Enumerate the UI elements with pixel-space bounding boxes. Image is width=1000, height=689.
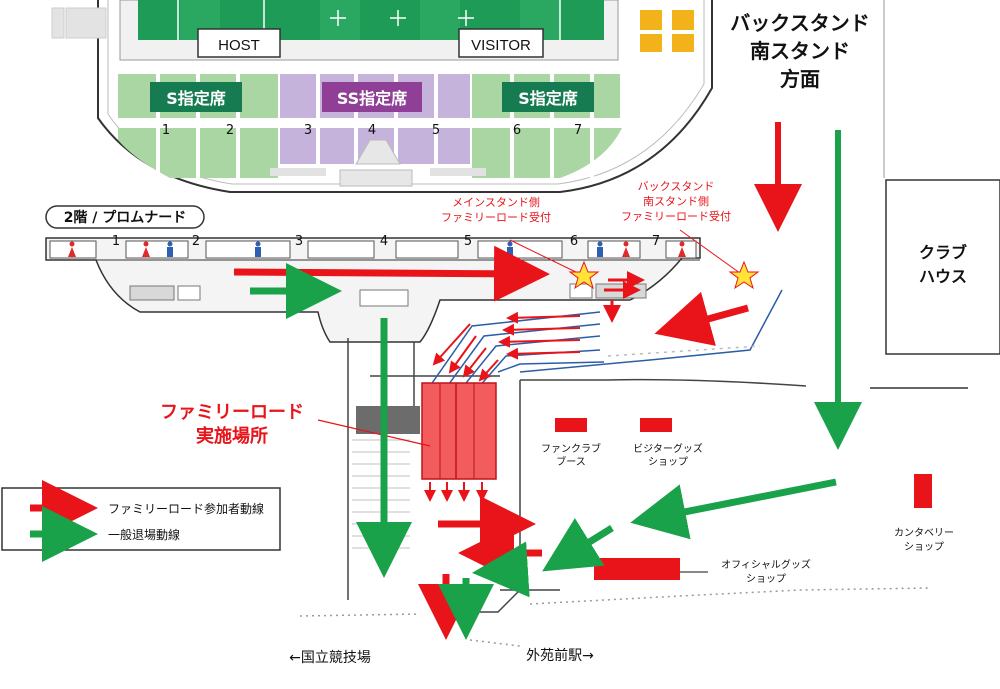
club-house-line-1: クラブ [919,243,967,262]
seat-block-number: 1 [162,123,170,138]
toilet-icons [68,241,686,257]
booth-canterbury-line-1: カンタベリー [894,527,954,539]
host-label: HOST [218,37,260,54]
toilet-female-icon [142,241,150,257]
reception-back-line-3: ファミリーロード受付 [621,210,731,223]
seat-block-number: 3 [304,123,312,138]
booth-fanclub-line-1: ファンクラブ [541,442,601,455]
direction-kokuritsu: ←国立競技場 [289,650,371,666]
toilet-female-icon [678,241,686,257]
seat-block-number: 4 [368,123,376,138]
toilet-female-icon [622,241,630,257]
booth-visitor-goods-line-2: ショップ [648,456,688,468]
reception-main-line-1: メインスタンド側 [452,196,540,209]
route-arrow [654,291,749,346]
seat-label-s-right-text: S指定席 [518,89,578,108]
booth-visitor-goods-line-1: ビジターグッズ [633,442,703,455]
family-road-area[interactable] [421,382,497,480]
direction-line-1: バックスタンド [730,11,869,35]
participant-routes [233,122,802,640]
route-arrow [630,478,837,540]
gate-number: 7 [652,234,660,249]
toilet-male-icon [597,241,603,257]
route-arrow [498,335,581,348]
area-label-line-1: ファミリーロード [160,402,304,423]
reception-main-line-2: ファミリーロード受付 [441,211,551,224]
booth-official-goods-line-1: オフィシャルグッズ [721,558,811,571]
gate-number: 4 [380,234,388,249]
toilet-male-icon [507,241,513,257]
booth-canterbury[interactable]: カンタベリー ショップ [894,474,954,553]
back-stand-direction: バックスタンド 南スタンド 方面 [730,11,869,91]
booth-official-goods[interactable]: オフィシャルグッズ ショップ [594,558,811,585]
route-arrow [478,359,499,382]
gold-squares [640,10,694,52]
seat-label-s-right: S指定席 [502,82,594,112]
area-leader-line [317,419,431,447]
star-icon [728,260,760,290]
route-arrow [233,245,550,302]
queue-lines [429,289,783,389]
toilet-female-icon [68,241,76,257]
route-arrow [502,323,581,336]
host-label-box: HOST [197,28,281,58]
booth-canterbury-line-2: ショップ [904,541,944,553]
ground-dotted-lines [299,587,931,647]
route-arrow [472,541,530,598]
seat-block-number: 7 [574,123,582,138]
visitor-label: VISITOR [471,37,531,54]
gate-number: 5 [464,234,472,249]
toilet-male-icon [255,241,261,257]
seat-block-number: 5 [432,123,440,138]
seat-block-number: 6 [513,123,521,138]
promenade-label: 2階 / プロムナード [64,209,187,226]
club-house-line-2: ハウス [919,267,967,286]
reception-back-line-2: 南スタンド側 [643,195,709,208]
reception-main-stand[interactable]: メインスタンド側 ファミリーロード受付 [441,196,600,290]
booth-official-goods-line-2: ショップ [746,573,786,585]
toilet-male-icon [167,241,173,257]
seat-label-s-left-text: S指定席 [166,89,226,108]
booth-fanclub-line-2: ブース [556,455,586,468]
direction-line-2: 南スタンド [750,39,850,63]
route-arrow [432,323,471,366]
direction-gaienmae: 外苑前駅→ [526,647,594,664]
legend-participant-label: ファミリーロード参加者動線 [108,501,264,516]
visitor-label-box: VISITOR [458,28,544,58]
booth-fanclub[interactable]: ファンクラブ ブース [541,418,601,468]
reception-back-line-1: バックスタンド [638,180,715,193]
legend-general-label: 一般退場動線 [108,527,180,542]
seat-label-s-left: S指定席 [150,82,242,112]
upper-left-blocks [51,7,107,39]
route-arrow [542,518,614,572]
reception-back-stand[interactable]: バックスタンド 南スタンド側 ファミリーロード受付 [621,180,760,290]
gate-number: 3 [295,234,303,249]
seat-label-ss-center: SS指定席 [322,82,422,112]
seating-area [118,74,622,187]
seat-block-numbers: 1 2 3 4 5 6 7 [162,123,582,138]
route-arrow [506,347,581,360]
area-label-line-2: 実施場所 [196,425,268,447]
booth-visitor-goods[interactable]: ビジターグッズ ショップ [633,418,703,468]
legend: ファミリーロード参加者動線 一般退場動線 [1,480,281,562]
route-arrow [506,311,581,324]
route-arrow [448,335,477,374]
family-road-area-label: ファミリーロード 実施場所 [160,402,304,447]
direction-line-3: 方面 [780,67,820,91]
gate-number: 2 [192,234,200,249]
dark-gate [356,406,420,434]
star-icon [568,260,600,290]
route-arrow [462,347,487,378]
gate-number: 1 [112,234,120,249]
club-house: クラブ ハウス [885,179,1000,355]
seat-label-ss-center-text: SS指定席 [337,89,407,108]
gate-number: 6 [570,234,578,249]
general-exit-routes [250,130,862,640]
seat-block-number: 2 [226,123,234,138]
